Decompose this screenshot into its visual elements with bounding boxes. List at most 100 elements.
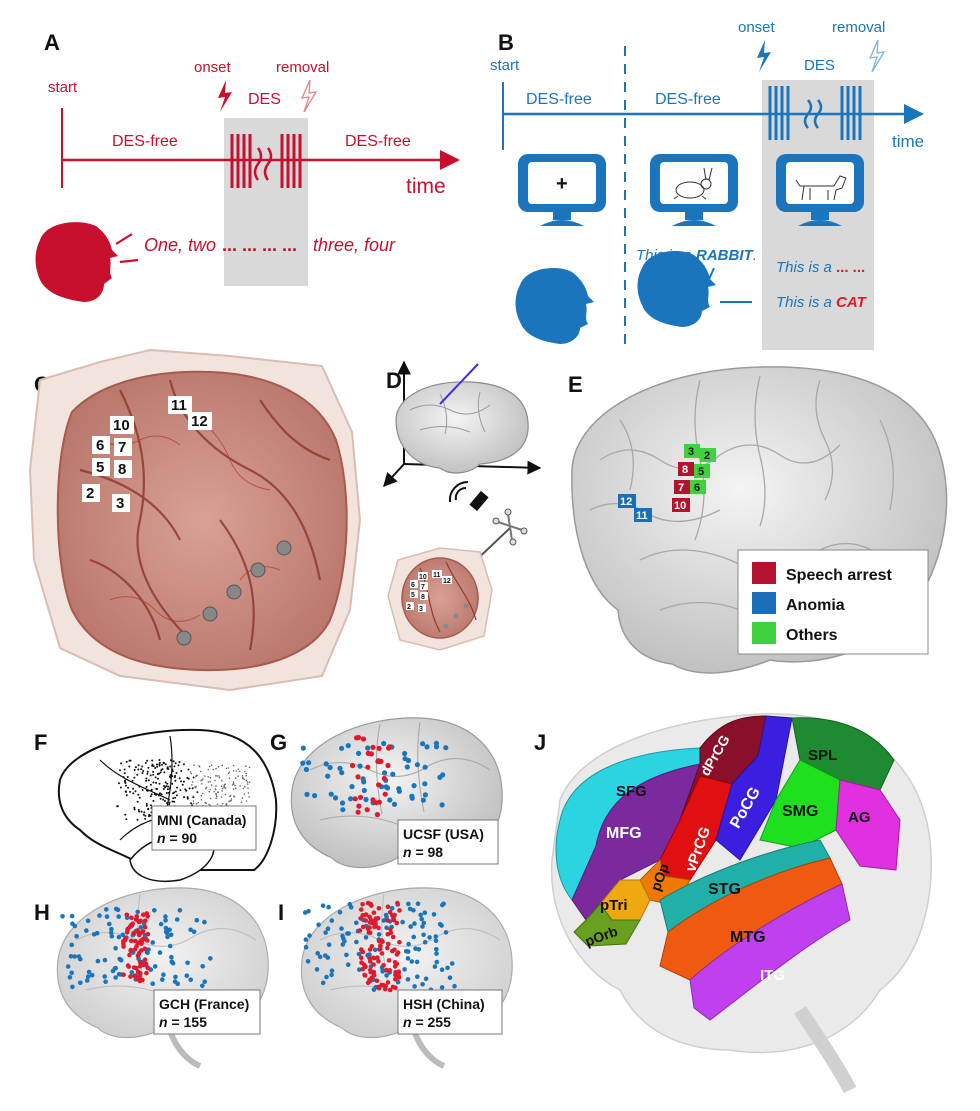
- panel-h-letter: H: [34, 900, 50, 925]
- marker-5-box: [694, 464, 710, 478]
- stipple-point: [145, 804, 148, 807]
- stipple-point: [136, 818, 139, 821]
- stipple-point: [146, 759, 149, 762]
- stipple-point: [133, 806, 136, 809]
- label-spl: SPL: [808, 747, 837, 764]
- removal-label-a: removal: [276, 59, 329, 76]
- anomia-point: [188, 977, 193, 983]
- stipple-point: [192, 781, 194, 783]
- anomia-point: [346, 931, 351, 936]
- tag-small-8: 8: [421, 594, 425, 601]
- anomia-point: [116, 934, 122, 940]
- speech-arrest-point: [134, 917, 139, 922]
- anomia-point: [107, 921, 112, 927]
- speech-arrest-point: [365, 926, 371, 932]
- anomia-point: [337, 910, 343, 915]
- speech-arrest-point: [131, 965, 137, 970]
- anomia-point: [191, 929, 197, 935]
- speech-before-a: One, two: [144, 235, 216, 255]
- cohort-n-value-h: = 155: [171, 1014, 207, 1030]
- onset-label-b: onset: [738, 19, 776, 36]
- anomia-point: [74, 934, 79, 939]
- anomia-point: [445, 965, 450, 971]
- tag-small-7: 7: [421, 584, 425, 591]
- stipple-point: [247, 787, 249, 790]
- anomia-point: [323, 761, 329, 767]
- legend-swatch-anomia: [752, 592, 776, 614]
- stipple-point: [201, 783, 203, 785]
- anomia-point: [323, 930, 328, 935]
- tag-8: 8: [118, 461, 126, 478]
- gyri-d: [409, 391, 491, 435]
- panel-j: J SFG dPrCG SPL MFG PoCG SMG AG vPrCG pO…: [534, 713, 932, 1094]
- tag-6: 6: [96, 437, 104, 454]
- stipple-point: [230, 798, 233, 800]
- anomia-point: [194, 917, 200, 923]
- stipple-point: [132, 792, 135, 795]
- stipple-point: [220, 785, 223, 788]
- stipple-point: [188, 787, 191, 790]
- anomia-point: [325, 926, 331, 931]
- speech-arrest-point: [373, 922, 378, 928]
- stipple-point: [133, 808, 136, 811]
- speech-cat-word: CAT: [836, 294, 868, 311]
- speech-arrest-point: [388, 927, 393, 932]
- anomia-point: [422, 781, 428, 787]
- anomia-point: [402, 750, 408, 757]
- speech-arrest-point: [377, 947, 382, 952]
- anomia-point: [357, 967, 362, 972]
- anomia-point: [157, 950, 163, 955]
- marker-7-box: [674, 480, 690, 494]
- stipple-point: [146, 789, 149, 792]
- speech-arrest-point: [381, 963, 386, 968]
- anomia-point: [150, 940, 155, 945]
- anomia-point: [316, 922, 321, 928]
- stipple-point: [245, 772, 248, 775]
- anomia-point: [354, 920, 359, 926]
- speech-arrest-point: [393, 985, 398, 990]
- stipple-point: [145, 777, 148, 780]
- anomia-point: [434, 951, 439, 956]
- stipple-point: [244, 785, 246, 788]
- speech-arrest-point: [369, 944, 375, 949]
- speech-arrest-point: [393, 976, 398, 982]
- anomia-point: [339, 745, 345, 751]
- stipple-point: [125, 784, 127, 787]
- stipple-point: [214, 775, 217, 777]
- anomia-point: [339, 926, 344, 931]
- stipple-point: [142, 813, 145, 816]
- anomia-point: [414, 762, 420, 768]
- speech-arrest-point: [371, 962, 376, 967]
- stipple-point: [196, 774, 198, 777]
- des-free-right-a: DES-free: [345, 133, 411, 150]
- stipple-point: [158, 759, 161, 761]
- stipple-point: [158, 761, 161, 764]
- stim-pulses-b: [768, 86, 862, 140]
- anomia-point: [363, 935, 369, 940]
- speech-arrest-point: [360, 924, 366, 930]
- panel-d: D 11: [383, 360, 542, 651]
- speech-arrest-point: [394, 961, 400, 967]
- bolt-onset-icon-b: [757, 40, 771, 72]
- mapping-points-h: [60, 906, 213, 990]
- stipple-point: [195, 803, 198, 805]
- stipple-point: [126, 776, 129, 778]
- monitor-fixation-icon: +: [518, 154, 606, 226]
- anomia-point: [103, 979, 108, 984]
- stipple-point: [197, 802, 199, 804]
- panel-a-letter: A: [44, 30, 60, 55]
- anomia-point: [104, 907, 109, 912]
- stipple-point: [171, 770, 174, 773]
- stipple-point: [146, 772, 149, 775]
- anomia-point: [168, 932, 174, 938]
- rabbit-icon: [673, 167, 713, 200]
- break-mark-a: [253, 147, 273, 181]
- legend-anomia: Anomia: [786, 597, 845, 614]
- speech-arrest-point: [131, 930, 136, 936]
- anomia-point: [200, 964, 205, 969]
- anomia-point: [345, 743, 351, 749]
- speech-arrest-point: [132, 973, 137, 979]
- cohort-site-f: MNI (Canada): [157, 812, 246, 828]
- speech-arrest-point: [124, 912, 130, 918]
- bolt-onset-icon-a: [218, 80, 232, 112]
